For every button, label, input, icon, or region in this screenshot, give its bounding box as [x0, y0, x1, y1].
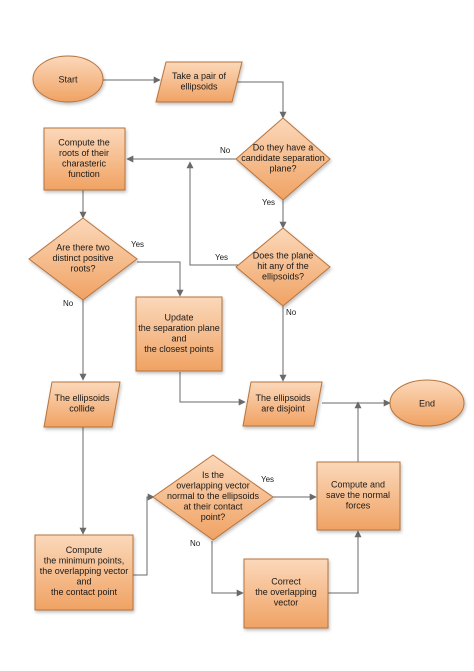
node-label-line: overlapping vector	[176, 481, 250, 491]
node-label-line: and	[76, 577, 91, 587]
node-disjoint	[242, 381, 323, 427]
node-label-line: save the normal	[326, 490, 390, 500]
node-label-line: Update	[164, 313, 193, 323]
node-label-line: collide	[69, 404, 95, 414]
edge-update-to-disjoint	[179, 372, 246, 406]
node-compute-roots	[43, 127, 126, 191]
node-label-line: Is the	[202, 470, 224, 480]
node-start-label: Start	[58, 74, 78, 84]
node-label-line: ellipsoids	[180, 82, 218, 92]
node-label-line: Correct	[271, 577, 301, 587]
node-label-line: at their contact	[183, 502, 243, 512]
node-take-pair	[155, 61, 243, 103]
node-correct-vector	[243, 558, 329, 629]
node-label-line: the minimum points,	[44, 556, 125, 566]
edge-take-to-candidate	[237, 81, 287, 119]
node-update-plane	[135, 296, 223, 372]
node-collide	[43, 381, 121, 428]
node-label-line: distinct positive	[52, 253, 113, 263]
node-label-line: roots of their	[59, 148, 109, 158]
label-roots-no: No	[63, 299, 74, 308]
node-label-line: point?	[201, 512, 226, 522]
node-label-line: roots?	[70, 264, 95, 274]
label-hit-yes: Yes	[215, 253, 228, 262]
edge-correct-to-forces	[328, 530, 362, 594]
node-compute-forces	[316, 461, 401, 531]
node-label-line: The ellipsoids	[255, 393, 311, 403]
node-label-line: ellipsoids?	[262, 272, 304, 282]
node-label-line: Compute the	[58, 138, 110, 148]
node-label-line: Do they have a	[253, 143, 314, 153]
node-label-line: normal to the ellipsoids	[167, 491, 260, 501]
node-label-line: forces	[346, 501, 371, 511]
node-label-line: Compute and	[331, 480, 385, 490]
node-label-line: the overlapping vector	[40, 566, 129, 576]
label-hit-no: No	[286, 308, 297, 317]
label-roots-yes: Yes	[131, 240, 144, 249]
node-compute-min	[34, 534, 134, 611]
node-label-line: Take a pair of	[172, 71, 227, 81]
node-label-line: vector	[274, 598, 299, 608]
node-label-line: hit any of the	[257, 261, 309, 271]
node-label-line: and	[171, 334, 186, 344]
node-end-label: End	[419, 398, 435, 408]
node-label-line: Are there two	[56, 243, 110, 253]
node-label-line: candidate separation	[241, 153, 325, 163]
node-label-line: function	[68, 169, 100, 179]
edge-labels: No Yes Yes No Yes No Yes No	[63, 146, 297, 548]
edge-hit-yes-to-candidate	[186, 161, 238, 266]
node-label-line: plane?	[269, 164, 296, 174]
label-normal-no: No	[190, 539, 201, 548]
node-start	[32, 55, 104, 103]
node-candidate-plane	[235, 117, 331, 201]
label-candidate-no: No	[220, 146, 231, 155]
node-end	[389, 379, 465, 427]
node-label-line: the closest points	[144, 344, 214, 354]
node-label-line: Compute	[66, 545, 103, 555]
node-plane-hit	[235, 227, 331, 307]
label-normal-yes: Yes	[261, 475, 274, 484]
node-overlap-normal	[152, 454, 274, 541]
edge-compute-min-to-overlap	[133, 493, 155, 576]
node-label-line: are disjoint	[261, 404, 305, 414]
edge-overlap-no-to-correct	[211, 541, 244, 597]
edge-two-roots-yes-to-update	[137, 261, 184, 297]
node-two-roots	[28, 217, 138, 301]
edges	[79, 76, 391, 597]
label-candidate-yes: Yes	[262, 198, 275, 207]
node-label-line: the separation plane	[138, 323, 220, 333]
node-label-line: charasteric	[62, 159, 107, 169]
node-label-line: Does the plane	[253, 251, 314, 261]
node-label-line: The ellipsoids	[54, 393, 110, 403]
node-label-line: the contact point	[51, 587, 118, 597]
node-label-line: the overlapping	[255, 587, 317, 597]
